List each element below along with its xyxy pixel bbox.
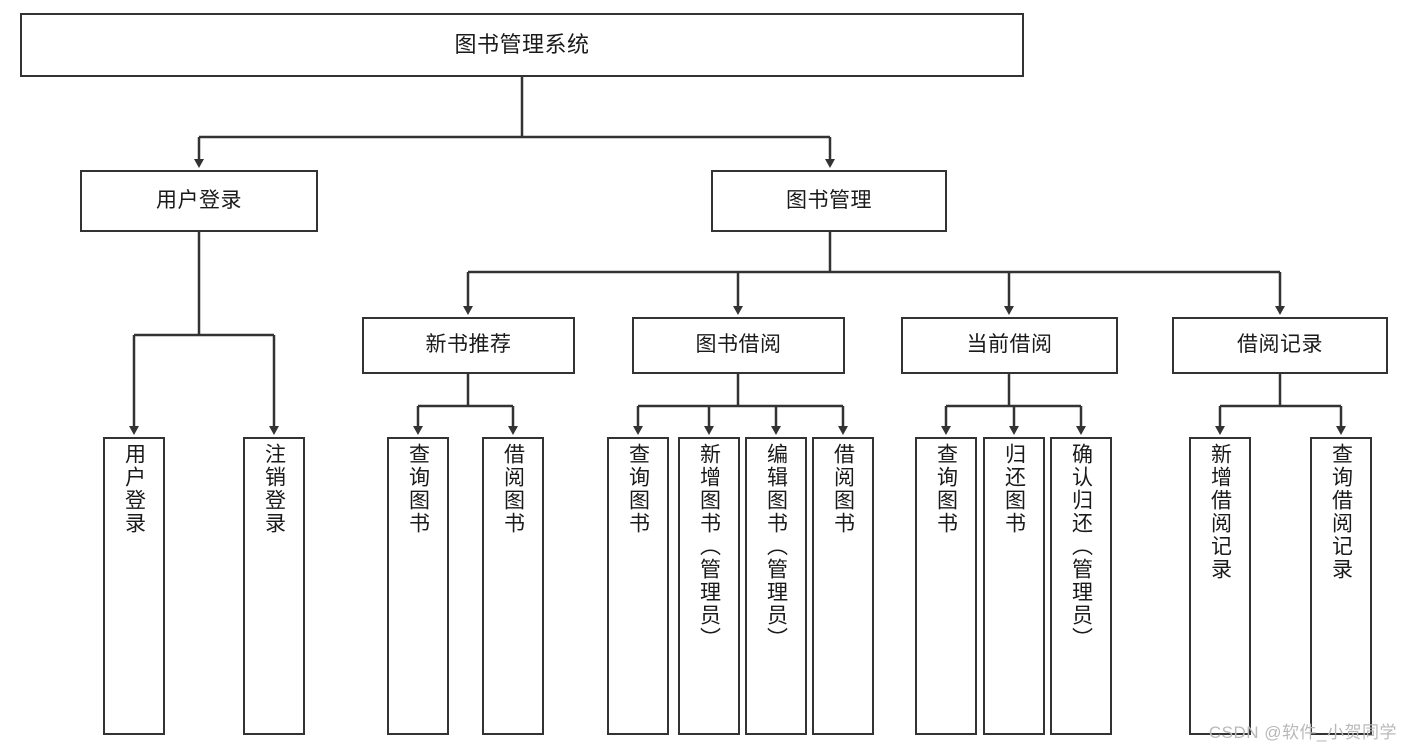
node-label: 图书管理系统 [454, 32, 590, 58]
node-label: 图书管理 [786, 188, 872, 212]
node-label: 编辑图书（管理员） [764, 443, 788, 650]
node-label: 图书借阅 [695, 333, 782, 357]
node-leaf-borrow-book-rec[interactable]: 借阅图书 [482, 437, 544, 735]
node-leaf-logout[interactable]: 注销登录 [243, 437, 305, 735]
node-label: 当前借阅 [966, 333, 1053, 357]
node-label: 查询图书 [406, 443, 430, 535]
node-leaf-query-borrow-record[interactable]: 查询借阅记录 [1310, 437, 1372, 735]
node-leaf-query-book-current[interactable]: 查询图书 [915, 437, 977, 735]
node-label: 新增借阅记录 [1208, 443, 1232, 581]
node-leaf-add-book-admin[interactable]: 新增图书（管理员） [678, 437, 740, 735]
node-current-borrowing[interactable]: 当前借阅 [901, 317, 1118, 374]
node-label: 借阅图书 [831, 443, 855, 535]
node-label: 查询借阅记录 [1329, 443, 1353, 581]
node-leaf-confirm-return-admin[interactable]: 确认归还（管理员） [1050, 437, 1112, 735]
node-new-book-recommendation[interactable]: 新书推荐 [362, 317, 575, 374]
node-leaf-query-book-rec[interactable]: 查询图书 [387, 437, 449, 735]
node-label: 确认归还（管理员） [1069, 443, 1093, 650]
node-leaf-add-borrow-record[interactable]: 新增借阅记录 [1189, 437, 1251, 735]
node-label: 查询图书 [626, 443, 650, 535]
node-label: 用户登录 [156, 188, 242, 212]
node-book-management[interactable]: 图书管理 [711, 170, 947, 232]
node-label: 用户登录 [122, 443, 146, 535]
node-borrowing-record[interactable]: 借阅记录 [1172, 317, 1388, 374]
node-label: 新书推荐 [425, 333, 512, 357]
node-leaf-query-book-borrow[interactable]: 查询图书 [607, 437, 669, 735]
node-leaf-return-book[interactable]: 归还图书 [983, 437, 1045, 735]
node-leaf-edit-book-admin[interactable]: 编辑图书（管理员） [745, 437, 807, 735]
node-label: 归还图书 [1002, 443, 1026, 535]
node-label: 借阅记录 [1237, 333, 1323, 357]
node-leaf-user-login[interactable]: 用户登录 [103, 437, 165, 735]
node-book-borrowing[interactable]: 图书借阅 [632, 317, 845, 374]
watermark-text: CSDN @软件_小贺同学 [1208, 723, 1397, 742]
node-user-login[interactable]: 用户登录 [80, 170, 318, 232]
node-label: 查询图书 [934, 443, 958, 535]
node-label: 注销登录 [262, 443, 286, 535]
node-label: 新增图书（管理员） [697, 443, 721, 650]
node-root-library-system[interactable]: 图书管理系统 [20, 13, 1024, 77]
node-leaf-borrow-book[interactable]: 借阅图书 [812, 437, 874, 735]
node-label: 借阅图书 [501, 443, 525, 535]
